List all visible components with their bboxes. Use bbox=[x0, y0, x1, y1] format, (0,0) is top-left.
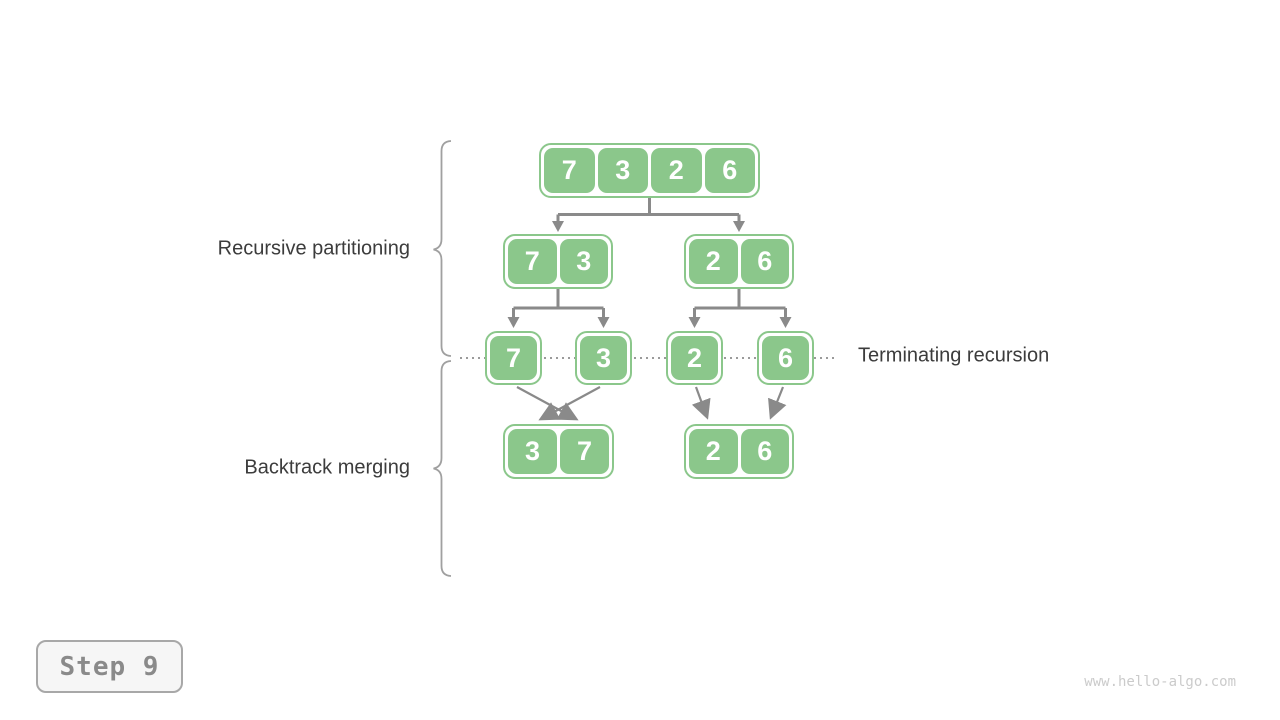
array-cell: 6 bbox=[740, 429, 789, 474]
label-recursive-partitioning: Recursive partitioning bbox=[217, 237, 410, 260]
array-cell: 3 bbox=[508, 429, 557, 474]
array-cell: 2 bbox=[651, 148, 702, 193]
array-cell: 3 bbox=[597, 148, 648, 193]
array-cell: 2 bbox=[689, 239, 738, 284]
array-cell: 3 bbox=[580, 336, 627, 380]
merge-arrow-6 bbox=[768, 386, 787, 420]
merge-arrow-3 bbox=[538, 386, 601, 421]
array-cell: 6 bbox=[762, 336, 809, 380]
array-cell: 7 bbox=[490, 336, 537, 380]
brace-backtrack-merging bbox=[433, 360, 452, 577]
tree-connector-root bbox=[552, 198, 745, 232]
array-node: 7 bbox=[485, 331, 542, 385]
watermark: www.hello-algo.com bbox=[1084, 674, 1236, 690]
array-cell: 2 bbox=[671, 336, 718, 380]
array-cell: 7 bbox=[544, 148, 595, 193]
tree-connector-left bbox=[507, 289, 610, 328]
merge-arrow-2 bbox=[691, 386, 711, 420]
array-node: 3 bbox=[575, 331, 632, 385]
step-badge-label: Step 9 bbox=[59, 651, 160, 682]
array-cell: 3 bbox=[559, 239, 608, 284]
array-node: 2 bbox=[666, 331, 723, 385]
array-node: 6 bbox=[757, 331, 814, 385]
array-cell: 7 bbox=[560, 429, 609, 474]
array-cell: 7 bbox=[508, 239, 557, 284]
array-cell: 6 bbox=[704, 148, 755, 193]
array-cell: 6 bbox=[740, 239, 789, 284]
brace-recursive-partitioning bbox=[433, 140, 452, 357]
label-backtrack-merging: Backtrack merging bbox=[244, 456, 410, 479]
array-cell: 2 bbox=[689, 429, 738, 474]
step-badge: Step 9 bbox=[36, 640, 183, 693]
label-terminating-recursion: Terminating recursion bbox=[858, 344, 1050, 367]
tree-connector-right bbox=[688, 289, 792, 328]
